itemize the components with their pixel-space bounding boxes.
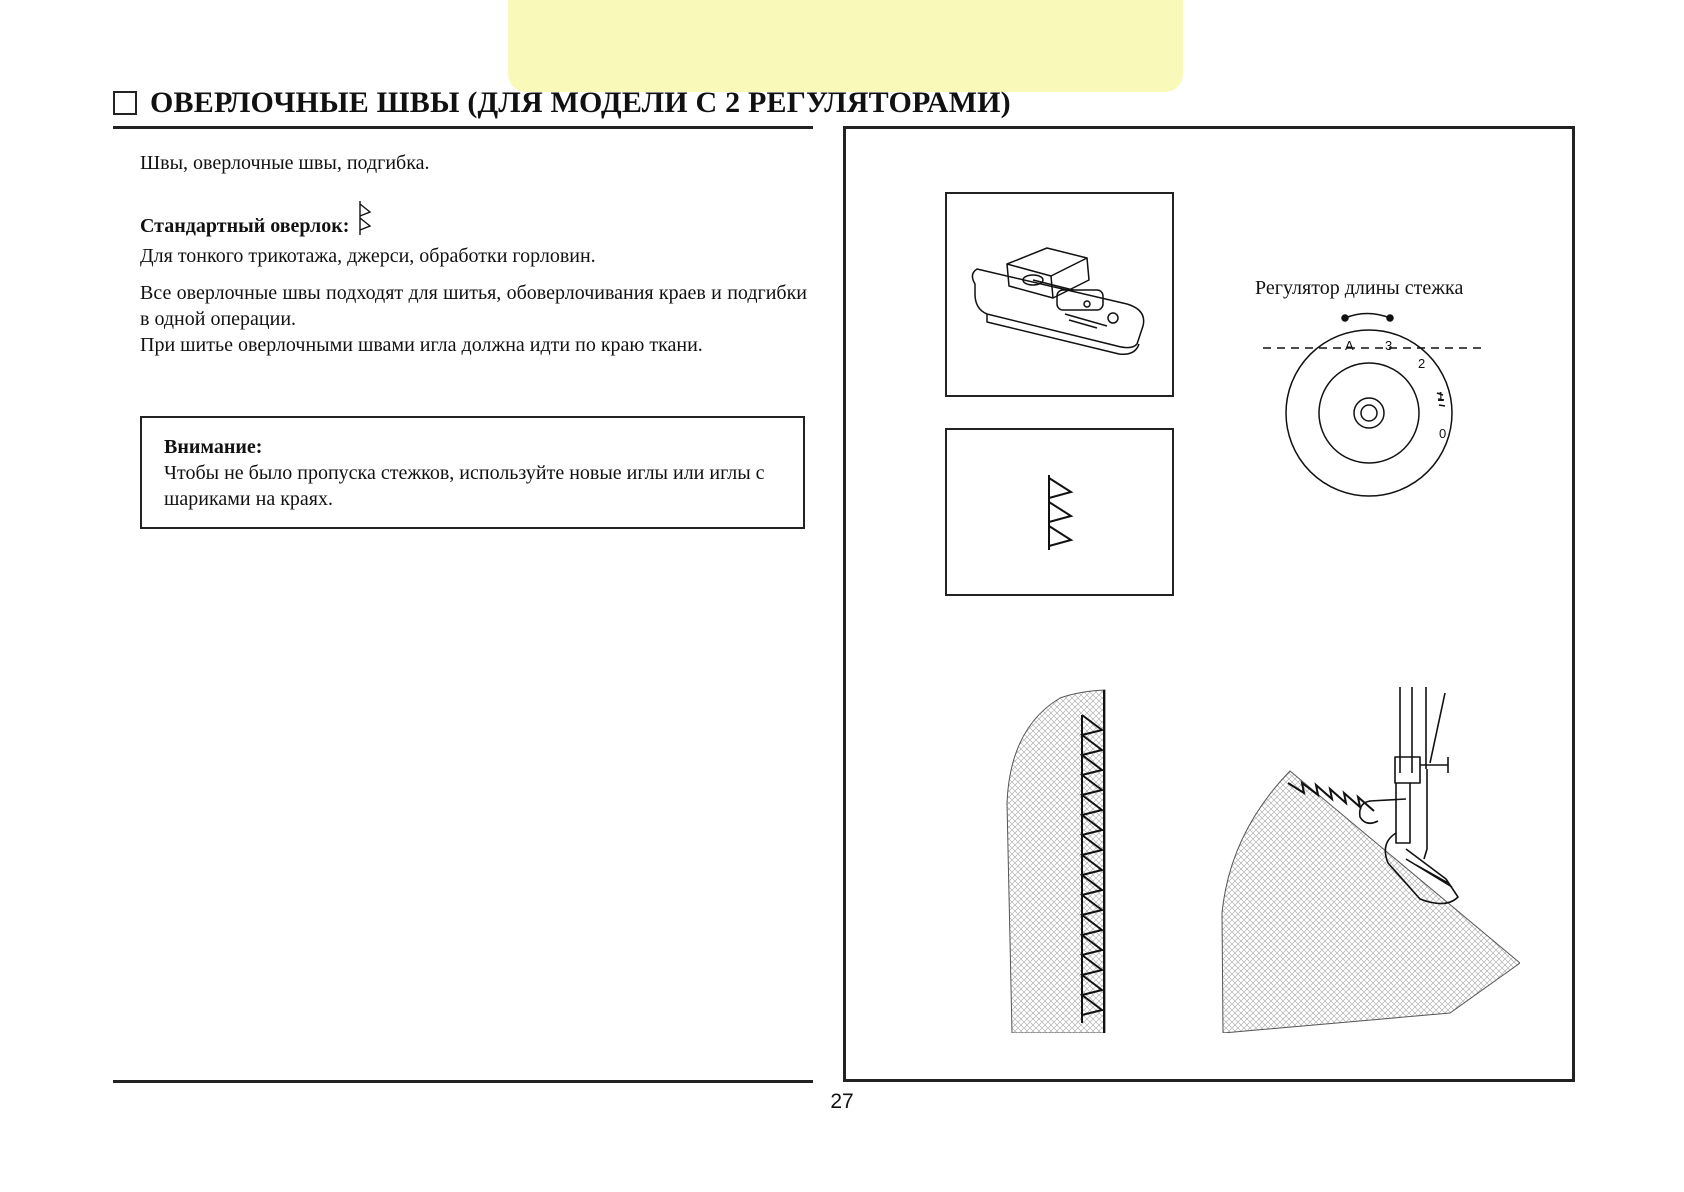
overlock-stitch-icon	[358, 200, 372, 243]
dial-mark-0: 0	[1439, 426, 1446, 441]
illustration-frame	[843, 126, 1575, 1082]
stitch-length-dial-label: Регулятор длины стежка	[1255, 277, 1464, 299]
tab-highlight	[508, 0, 1183, 92]
note-text: Чтобы не было пропуска стежков, использу…	[164, 462, 765, 510]
stitch-length-dial-icon: A 3 2 1 0	[1263, 312, 1487, 497]
sewing-needle-fabric-icon	[1221, 687, 1520, 1033]
dial-mark-2: 2	[1418, 356, 1425, 371]
dial-mark-a: A	[1345, 338, 1354, 353]
title-row: ОВЕРЛОЧНЫЕ ШВЫ (ДЛЯ МОДЕЛИ С 2 РЕГУЛЯТОР…	[113, 86, 1011, 120]
attention-note: Внимание: Чтобы не было пропуска стежков…	[140, 416, 805, 529]
page-number: 27	[830, 1090, 854, 1113]
page-title: ОВЕРЛОЧНЫЕ ШВЫ (ДЛЯ МОДЕЛИ С 2 РЕГУЛЯТОР…	[150, 86, 1011, 119]
overlock-presser-foot-figure	[945, 192, 1174, 397]
standard-overlock-label: Стандартный оверлок:	[140, 215, 350, 237]
overlock-stitch-pattern-icon	[1048, 475, 1074, 550]
standard-overlock-section: Стандартный оверлок: Для тонкого трикота…	[140, 200, 807, 269]
overlock-stitch-pattern-figure	[945, 428, 1174, 596]
top-rule	[113, 126, 813, 129]
dial-mark-3: 3	[1385, 338, 1392, 353]
note-title: Внимание:	[164, 436, 263, 458]
dial-mark-1: 1	[1437, 389, 1444, 404]
general-text-line1: Все оверлочные швы подходят для шитья, о…	[140, 282, 807, 330]
intro-text: Швы, оверлочные швы, подгибка.	[140, 152, 430, 174]
general-text-line2: При шитье оверлочными швами игла должна …	[140, 334, 703, 356]
bottom-rule	[113, 1080, 813, 1083]
overlock-presser-foot-icon	[971, 247, 1145, 356]
general-text: Все оверлочные швы подходят для шитья, о…	[140, 280, 807, 358]
standard-overlock-desc: Для тонкого трикотажа, джерси, обработки…	[140, 245, 596, 267]
overlocked-fabric-edge-icon	[1006, 689, 1106, 1033]
checkbox-icon	[113, 91, 137, 115]
